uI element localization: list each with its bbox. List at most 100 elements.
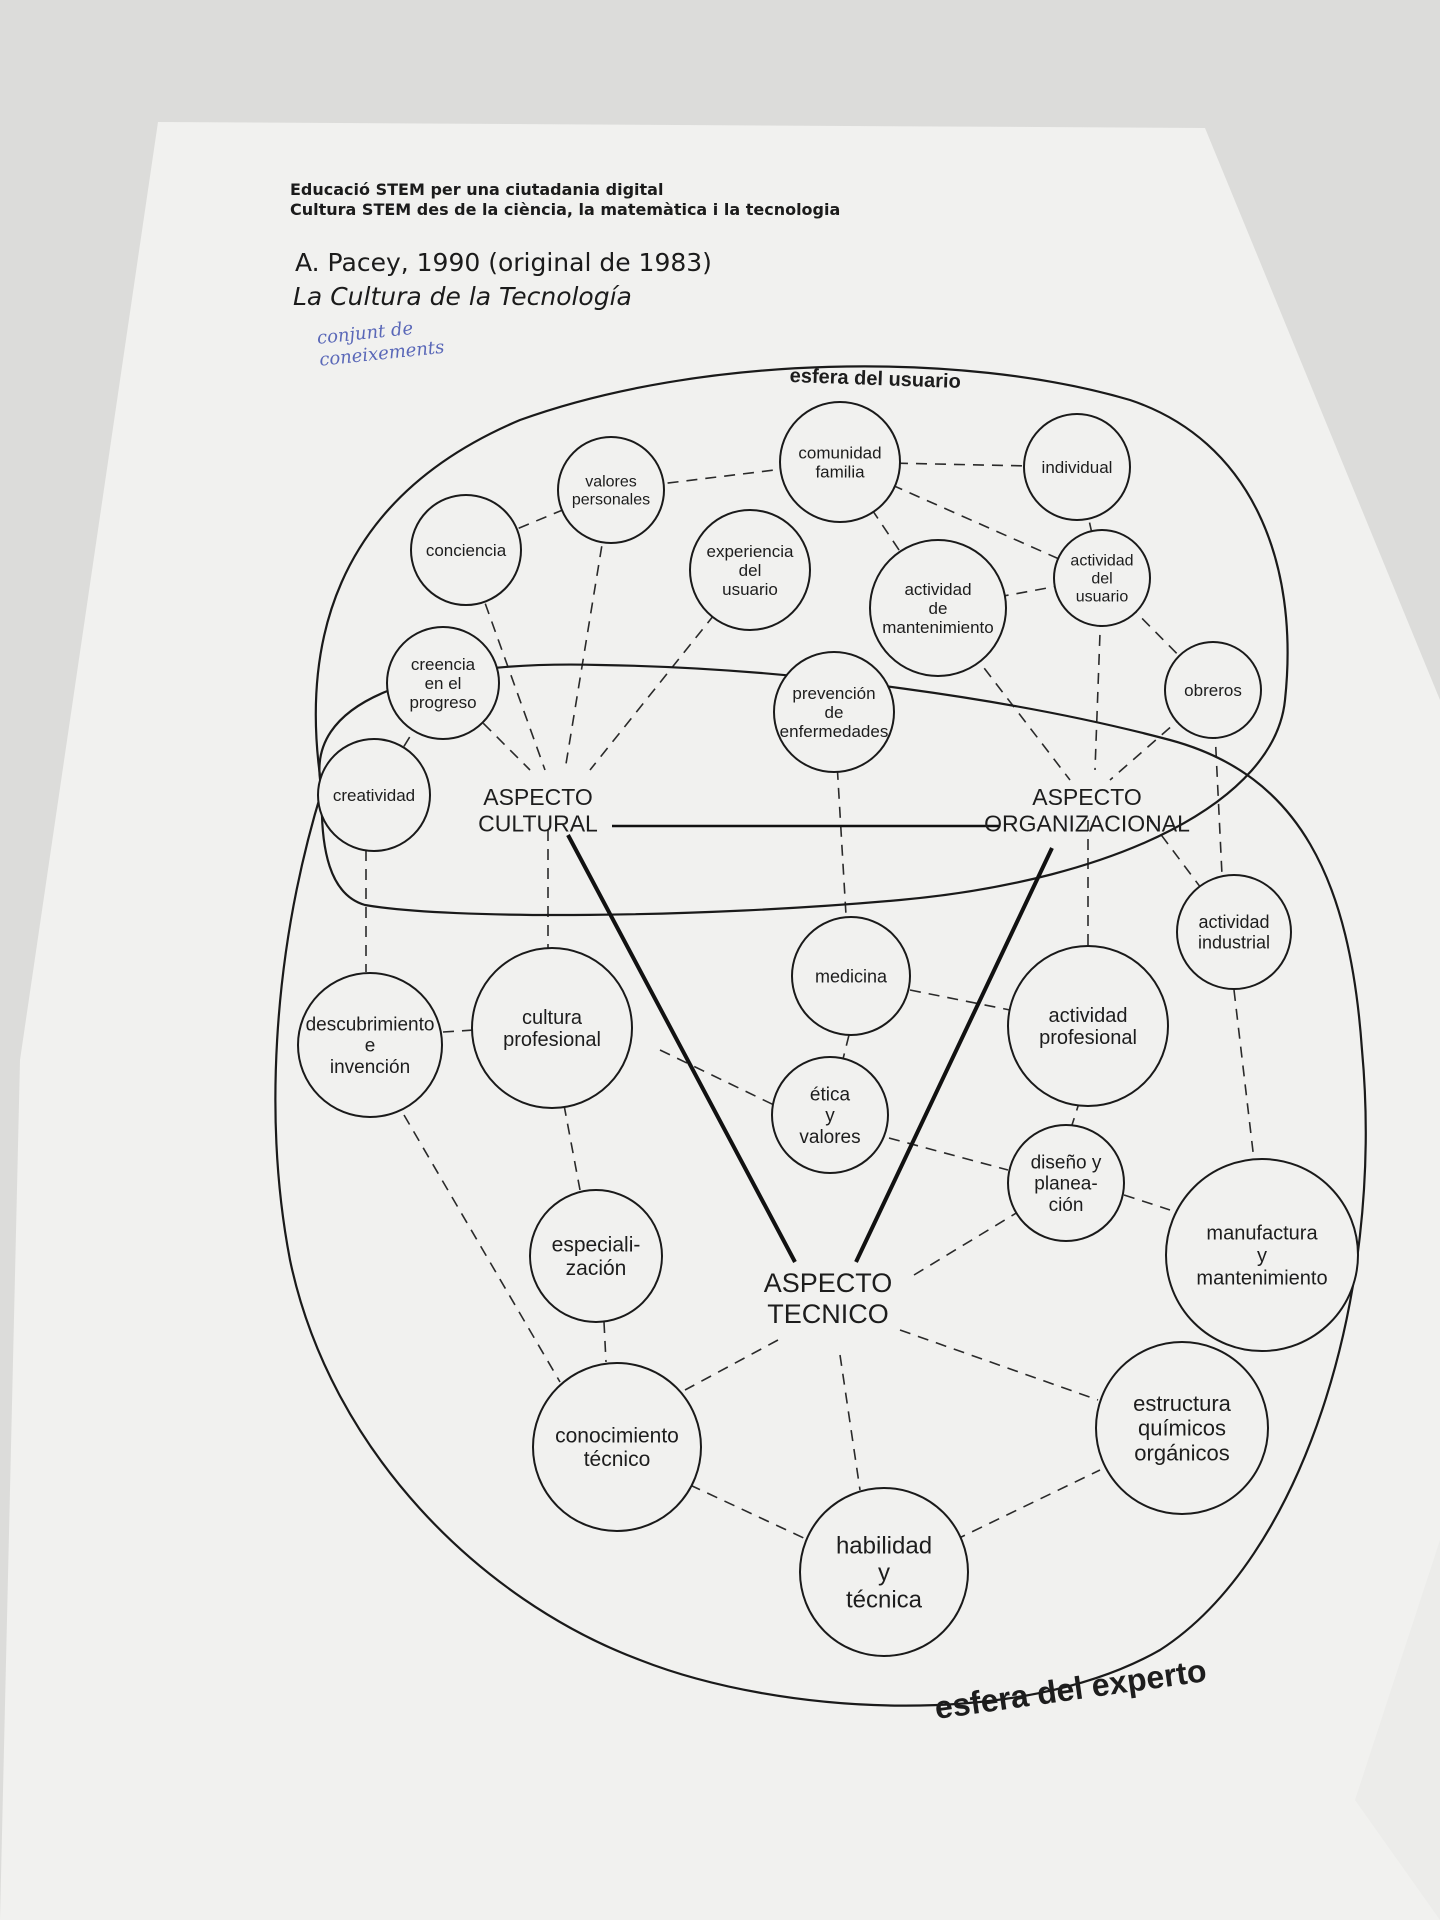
node-label-actprof: actividad [1049,1005,1128,1027]
node-label-industrial: actividad [1198,912,1269,932]
connector-line [689,1484,809,1541]
second-paper-edge [1355,1540,1440,1920]
node-label-habilidad: técnica [846,1586,923,1613]
cultural-technical-link [566,834,797,1263]
node-label-cultprof: profesional [503,1029,601,1051]
node-circle-actprof [1007,945,1169,1107]
node-label-manufactura: y [1257,1245,1267,1267]
node-circle-manufactura [1165,1158,1359,1352]
connector-line [1123,1194,1171,1211]
aspect-technical-label: ASPECTO [764,1268,893,1298]
node-label-creencia: en el [425,674,462,693]
aspect-cultural-label: CULTURAL [478,810,598,836]
node-label-actusuario: del [1091,571,1112,588]
node-circle-descubrimiento [297,972,443,1118]
node-circle-conocimiento [532,1362,702,1532]
aspect-cultural-label: ASPECTO [483,784,593,810]
node-label-conocimiento: conocimiento [555,1425,679,1448]
node-label-valores: personales [572,492,650,509]
node-label-etica: y [825,1106,835,1127]
aspect-organizational-label: ORGANIZACIONAL [984,810,1190,836]
node-circle-creatividad [317,738,431,852]
node-label-creencia: progreso [409,693,476,712]
connector-line [1212,689,1223,876]
organizational-technical-link [854,847,1054,1263]
node-label-descubrimiento: e [365,1036,376,1057]
expert-sphere-label: esfera del experto [932,1652,1208,1726]
node-circle-comunidad [779,401,901,523]
node-label-comunidad: comunidad [798,443,881,462]
node-label-especializacion: especiali- [552,1234,641,1257]
node-label-creencia: creencia [411,655,476,674]
node-label-experiencia: usuario [722,580,778,599]
node-label-experiencia: experiencia [707,542,794,561]
connector-line [659,1049,775,1106]
node-label-descubrimiento: descubrimiento [306,1014,435,1035]
connector-line [1233,989,1255,1161]
node-label-mantenimiento: actividad [904,580,971,599]
node-label-conciencia: conciencia [426,541,507,560]
connector-line [909,989,1011,1011]
node-circle-especializacion [529,1189,663,1323]
node-label-descubrimiento: invención [330,1057,410,1078]
node-label-manufactura: mantenimiento [1196,1267,1327,1289]
node-circle-obreros [1164,641,1262,739]
connector-line [833,711,847,916]
node-label-medicina: medicina [815,966,888,986]
node-circle-experiencia [689,509,811,631]
node-label-conocimiento: técnico [584,1448,651,1471]
node-circle-industrial [1176,874,1292,990]
node-circle-etica [771,1056,889,1174]
node-circle-medicina [791,916,911,1036]
node-label-estructura: estructura [1133,1391,1232,1416]
connector-line [937,607,1071,781]
connector-line [888,1137,1009,1171]
connector-line [563,1104,581,1191]
connector-line [839,1354,861,1491]
node-circle-habilidad [799,1487,969,1657]
connector-line [403,1114,561,1383]
node-label-prevencion: enfermedades [780,722,889,741]
node-label-individual: individual [1042,458,1113,477]
node-label-cultprof: cultura [522,1007,583,1029]
node-label-etica: valores [799,1127,860,1148]
node-label-diseno: planea- [1034,1174,1097,1195]
node-label-diseno: ción [1049,1195,1084,1216]
node-label-prevencion: prevención [792,684,875,703]
node-label-actusuario: actividad [1070,553,1133,570]
node-label-habilidad: y [878,1559,890,1586]
node-label-especializacion: zación [566,1257,627,1280]
node-label-industrial: industrial [1198,932,1270,952]
aspect-technical-label: TECNICO [767,1299,889,1329]
connector-line [913,1211,1019,1276]
node-label-creatividad: creatividad [333,786,415,805]
node-circle-creencia [386,626,500,740]
node-circle-cultprof [471,947,633,1109]
node-label-actprof: profesional [1039,1027,1137,1049]
node-label-experiencia: del [739,561,762,580]
connector-line [603,1321,607,1363]
aspect-organizational-label: ASPECTO [1032,784,1142,810]
node-circle-conciencia [410,494,522,606]
book-title: La Cultura de la Tecnología [293,282,632,311]
node-label-estructura: químicos [1138,1416,1226,1441]
node-label-diseno: diseño y [1031,1152,1102,1173]
node-label-mantenimiento: mantenimiento [882,618,994,637]
node-circle-prevencion [773,651,895,773]
connector-line [442,1029,475,1033]
user-sphere-label: esfera del usuario [789,365,961,393]
node-circle-actusuario [1053,529,1151,627]
node-label-valores: valores [585,474,637,491]
course-line-2: Cultura STEM des de la ciència, la matem… [290,200,841,219]
node-label-manufactura: manufactura [1206,1223,1318,1245]
connector-line [684,1339,779,1391]
author-citation: A. Pacey, 1990 (original de 1983) [295,248,712,277]
node-circle-diseno [1007,1124,1125,1242]
connector-line [954,1469,1101,1541]
node-label-etica: ética [810,1084,851,1105]
node-label-estructura: orgánicos [1134,1440,1229,1465]
node-label-comunidad: familia [815,462,865,481]
node-circle-estructura [1095,1341,1269,1515]
